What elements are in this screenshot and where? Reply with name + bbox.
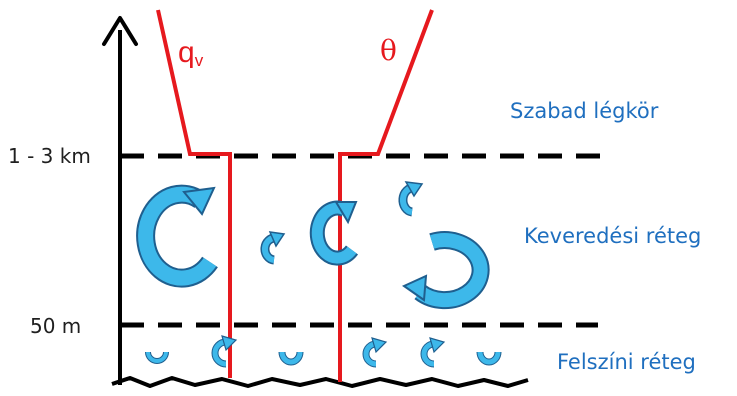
surface-eddy-1 xyxy=(145,351,169,364)
eddy-large-left xyxy=(136,184,218,288)
surface-eddy-3 xyxy=(278,351,304,366)
theta-profile-label: θ xyxy=(380,34,397,67)
surface-eddy-2 xyxy=(211,335,238,368)
humidity-profile-label: qv xyxy=(178,36,203,71)
humidity-subscript: v xyxy=(194,51,204,70)
eddy-medium-center xyxy=(309,200,359,266)
theta-profile-line xyxy=(338,9,434,382)
surface-eddy-5 xyxy=(420,337,446,368)
eddy-small-right xyxy=(398,181,424,217)
top-boundary-height-label: 1 - 3 km xyxy=(8,144,91,168)
surface-layer-label: Felszíni réteg xyxy=(557,350,696,374)
surface-eddy-4 xyxy=(362,337,388,368)
surface-eddy-6 xyxy=(476,351,502,366)
eddy-large-right xyxy=(401,231,490,310)
humidity-symbol: q xyxy=(178,36,195,69)
free-atmosphere-label: Szabad légkör xyxy=(510,99,659,123)
ground-line xyxy=(111,376,529,388)
mixed-layer-label: Keveredési réteg xyxy=(524,224,702,248)
bottom-boundary-height-label: 50 m xyxy=(30,314,82,338)
eddy-small-left xyxy=(260,231,286,265)
height-axis-arrowhead xyxy=(102,16,138,46)
humidity-profile-line xyxy=(156,9,232,378)
